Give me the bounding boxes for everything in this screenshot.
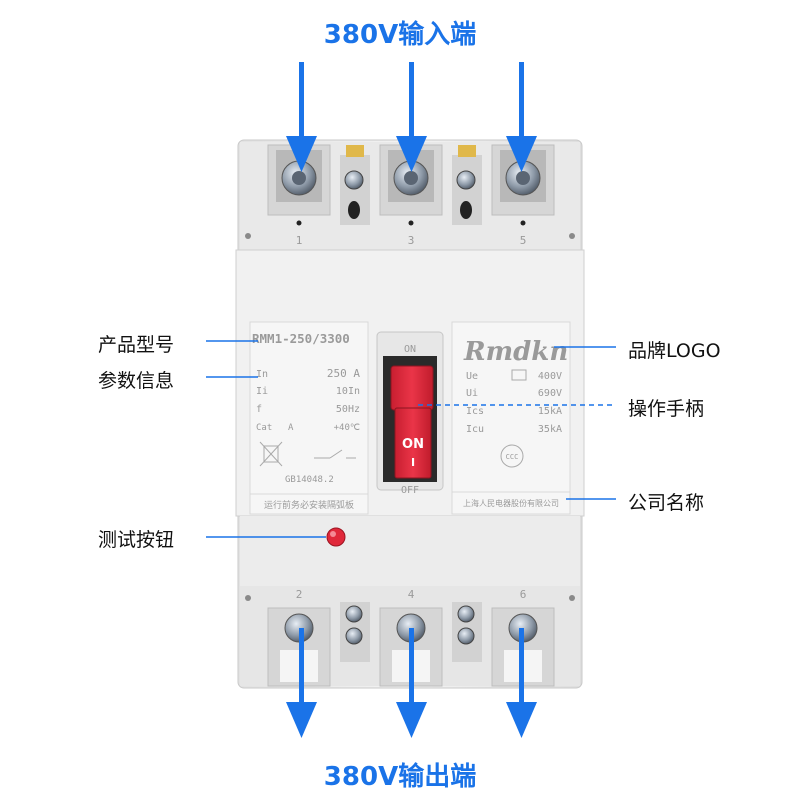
param-key-icu: Icu bbox=[466, 424, 484, 435]
param-key-ics: Ics bbox=[466, 406, 484, 417]
param-key-ii: Ii bbox=[256, 386, 268, 397]
callout-logo-label: 品牌LOGO bbox=[628, 340, 721, 362]
input-arrow-3 bbox=[506, 62, 537, 172]
output-terminal-heading: 380V输出端 bbox=[323, 762, 477, 792]
handle-mark: I bbox=[411, 456, 415, 469]
bottom-terminal-number-2: 2 bbox=[296, 588, 303, 601]
top-terminal-number-5: 5 bbox=[520, 234, 527, 247]
input-arrow-2 bbox=[396, 62, 427, 172]
top-terminal-3 bbox=[379, 144, 443, 226]
input-arrow-1 bbox=[286, 62, 317, 172]
param-value-cat: A bbox=[288, 423, 294, 433]
brand-logo: Rmdkn bbox=[463, 337, 568, 367]
top-terminal-number-3: 3 bbox=[408, 234, 415, 247]
standard-number: GB14048.2 bbox=[285, 475, 334, 485]
callout-test-button-label: 测试按钮 bbox=[98, 529, 175, 551]
warning-text: 运行前务必安装隔弧板 bbox=[264, 499, 354, 511]
param-value-ii: 10In bbox=[336, 386, 360, 397]
top-terminal-number-1: 1 bbox=[296, 234, 303, 247]
top-aux-screw-right bbox=[452, 145, 482, 225]
callout-model-label: 产品型号 bbox=[98, 334, 175, 356]
operating-handle[interactable]: ON I bbox=[390, 365, 434, 479]
param-temperature: +40℃ bbox=[334, 423, 360, 433]
ccc-certification-icon: CCC bbox=[500, 444, 524, 468]
output-arrow-3 bbox=[506, 628, 537, 738]
output-arrow-1 bbox=[286, 628, 317, 738]
param-value-ui: 690V bbox=[538, 388, 562, 399]
param-key-cat: Cat bbox=[256, 423, 272, 433]
param-value-icu: 35kA bbox=[538, 424, 562, 435]
svg-text:CCC: CCC bbox=[506, 453, 519, 461]
output-arrow-2 bbox=[396, 628, 427, 738]
bottom-terminal-number-6: 6 bbox=[520, 588, 527, 601]
param-key-in: In bbox=[256, 369, 268, 380]
param-key-f: f bbox=[256, 404, 262, 415]
company-name: 上海人民电器股份有限公司 bbox=[463, 498, 559, 508]
handle-on-text: ON bbox=[402, 437, 424, 452]
top-aux-screw-left bbox=[340, 145, 370, 225]
callout-handle-label: 操作手柄 bbox=[628, 398, 705, 420]
bottom-terminal-number-4: 4 bbox=[408, 588, 415, 601]
model-number: RMM1-250/3300 bbox=[252, 331, 350, 346]
param-value-ue: 400V bbox=[538, 371, 562, 382]
handle-off-position-label: OFF bbox=[401, 485, 419, 496]
test-button[interactable] bbox=[326, 527, 346, 547]
disposal-symbol-icon bbox=[259, 441, 283, 467]
param-value-in: 250 A bbox=[327, 367, 360, 380]
param-key-ue: Ue bbox=[466, 371, 478, 382]
input-terminal-heading: 380V输入端 bbox=[323, 20, 477, 50]
param-key-ui: Ui bbox=[466, 388, 478, 399]
callout-params-label: 参数信息 bbox=[98, 370, 175, 392]
right-label-panel: Rmdkn Ue 400V Ui 690V Ics 15kA Icu 35kA … bbox=[451, 321, 571, 515]
callout-company-label: 公司名称 bbox=[628, 492, 705, 514]
param-value-ics: 15kA bbox=[538, 406, 562, 417]
bottom-aux-screw-left bbox=[340, 602, 370, 662]
handle-on-position-label: ON bbox=[404, 344, 416, 355]
top-terminal-5 bbox=[491, 144, 555, 226]
left-label-panel: RMM1-250/3300 In 250 A Ii 10In f 50Hz Ca… bbox=[249, 321, 369, 515]
switch-symbol-icon bbox=[314, 449, 356, 459]
bottom-aux-screw-right bbox=[452, 602, 482, 662]
param-value-f: 50Hz bbox=[336, 404, 360, 415]
